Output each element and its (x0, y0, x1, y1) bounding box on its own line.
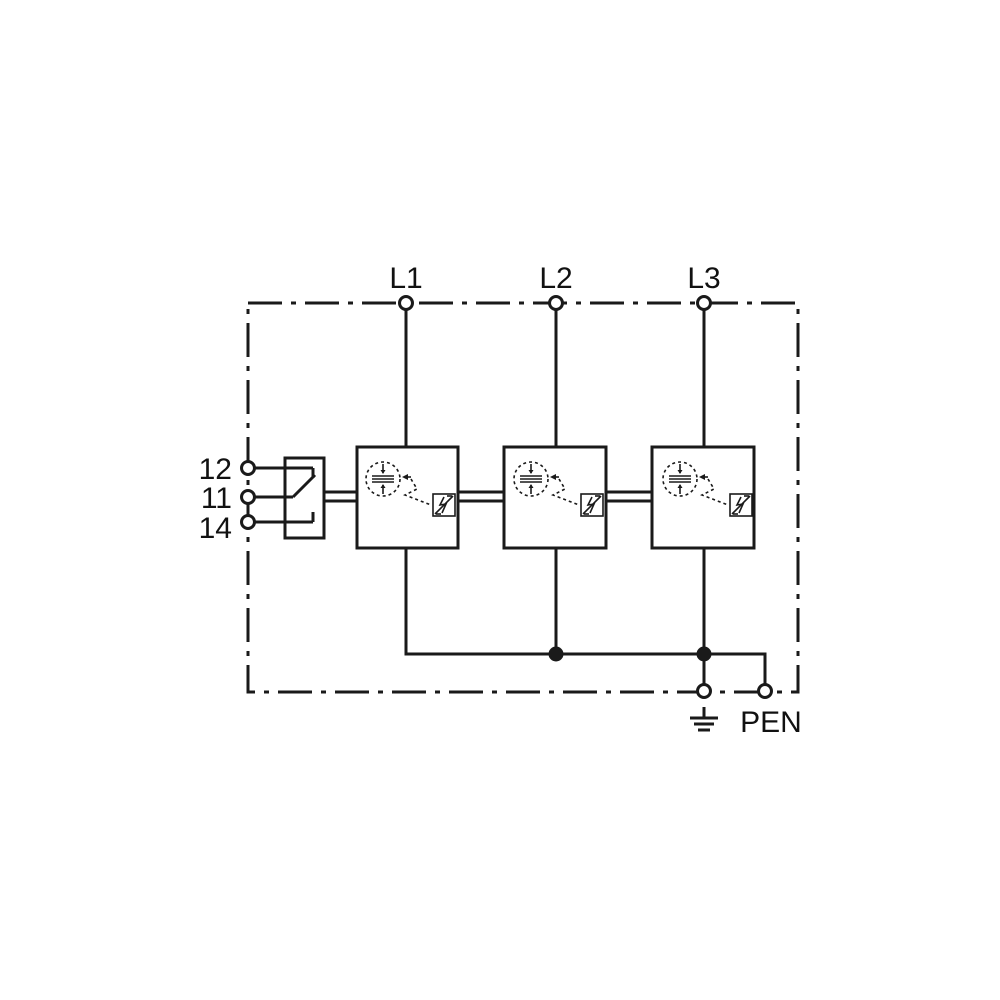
spark-gap-icon (513, 461, 559, 497)
protection-module-1 (355, 445, 460, 550)
junction-dot (548, 646, 564, 662)
terminal-label-14: 14 (199, 512, 232, 545)
terminal-label-l3: L3 (687, 262, 720, 295)
terminal-14 (240, 514, 256, 530)
module-2-symbols (513, 461, 604, 517)
varistor-icon (580, 493, 604, 517)
terminal-earth (696, 683, 712, 699)
earth-bus (404, 548, 767, 691)
module-1-symbols (365, 461, 456, 517)
spark-gap-icon (662, 461, 708, 497)
varistor-icon (432, 493, 456, 517)
terminal-label-l2: L2 (539, 262, 572, 295)
junction-dot (696, 646, 712, 662)
mechanical-link (324, 490, 652, 503)
terminal-label-l1: L1 (389, 262, 422, 295)
terminal-12 (240, 460, 256, 476)
ground-icon (690, 707, 718, 732)
varistor-icon (729, 493, 753, 517)
terminal-l3 (696, 295, 712, 311)
protection-module-2 (502, 445, 608, 550)
terminal-l2 (548, 295, 564, 311)
terminal-label-pen: PEN (740, 706, 802, 739)
signal-contact-wiring (254, 466, 317, 524)
terminal-label-12: 12 (199, 453, 232, 486)
terminal-pen (757, 683, 773, 699)
protection-module-3 (650, 445, 756, 550)
terminal-l1 (398, 295, 414, 311)
terminal-11 (240, 489, 256, 505)
terminal-label-11: 11 (201, 482, 232, 515)
module-3-symbols (662, 461, 753, 517)
spark-gap-icon (365, 461, 411, 497)
